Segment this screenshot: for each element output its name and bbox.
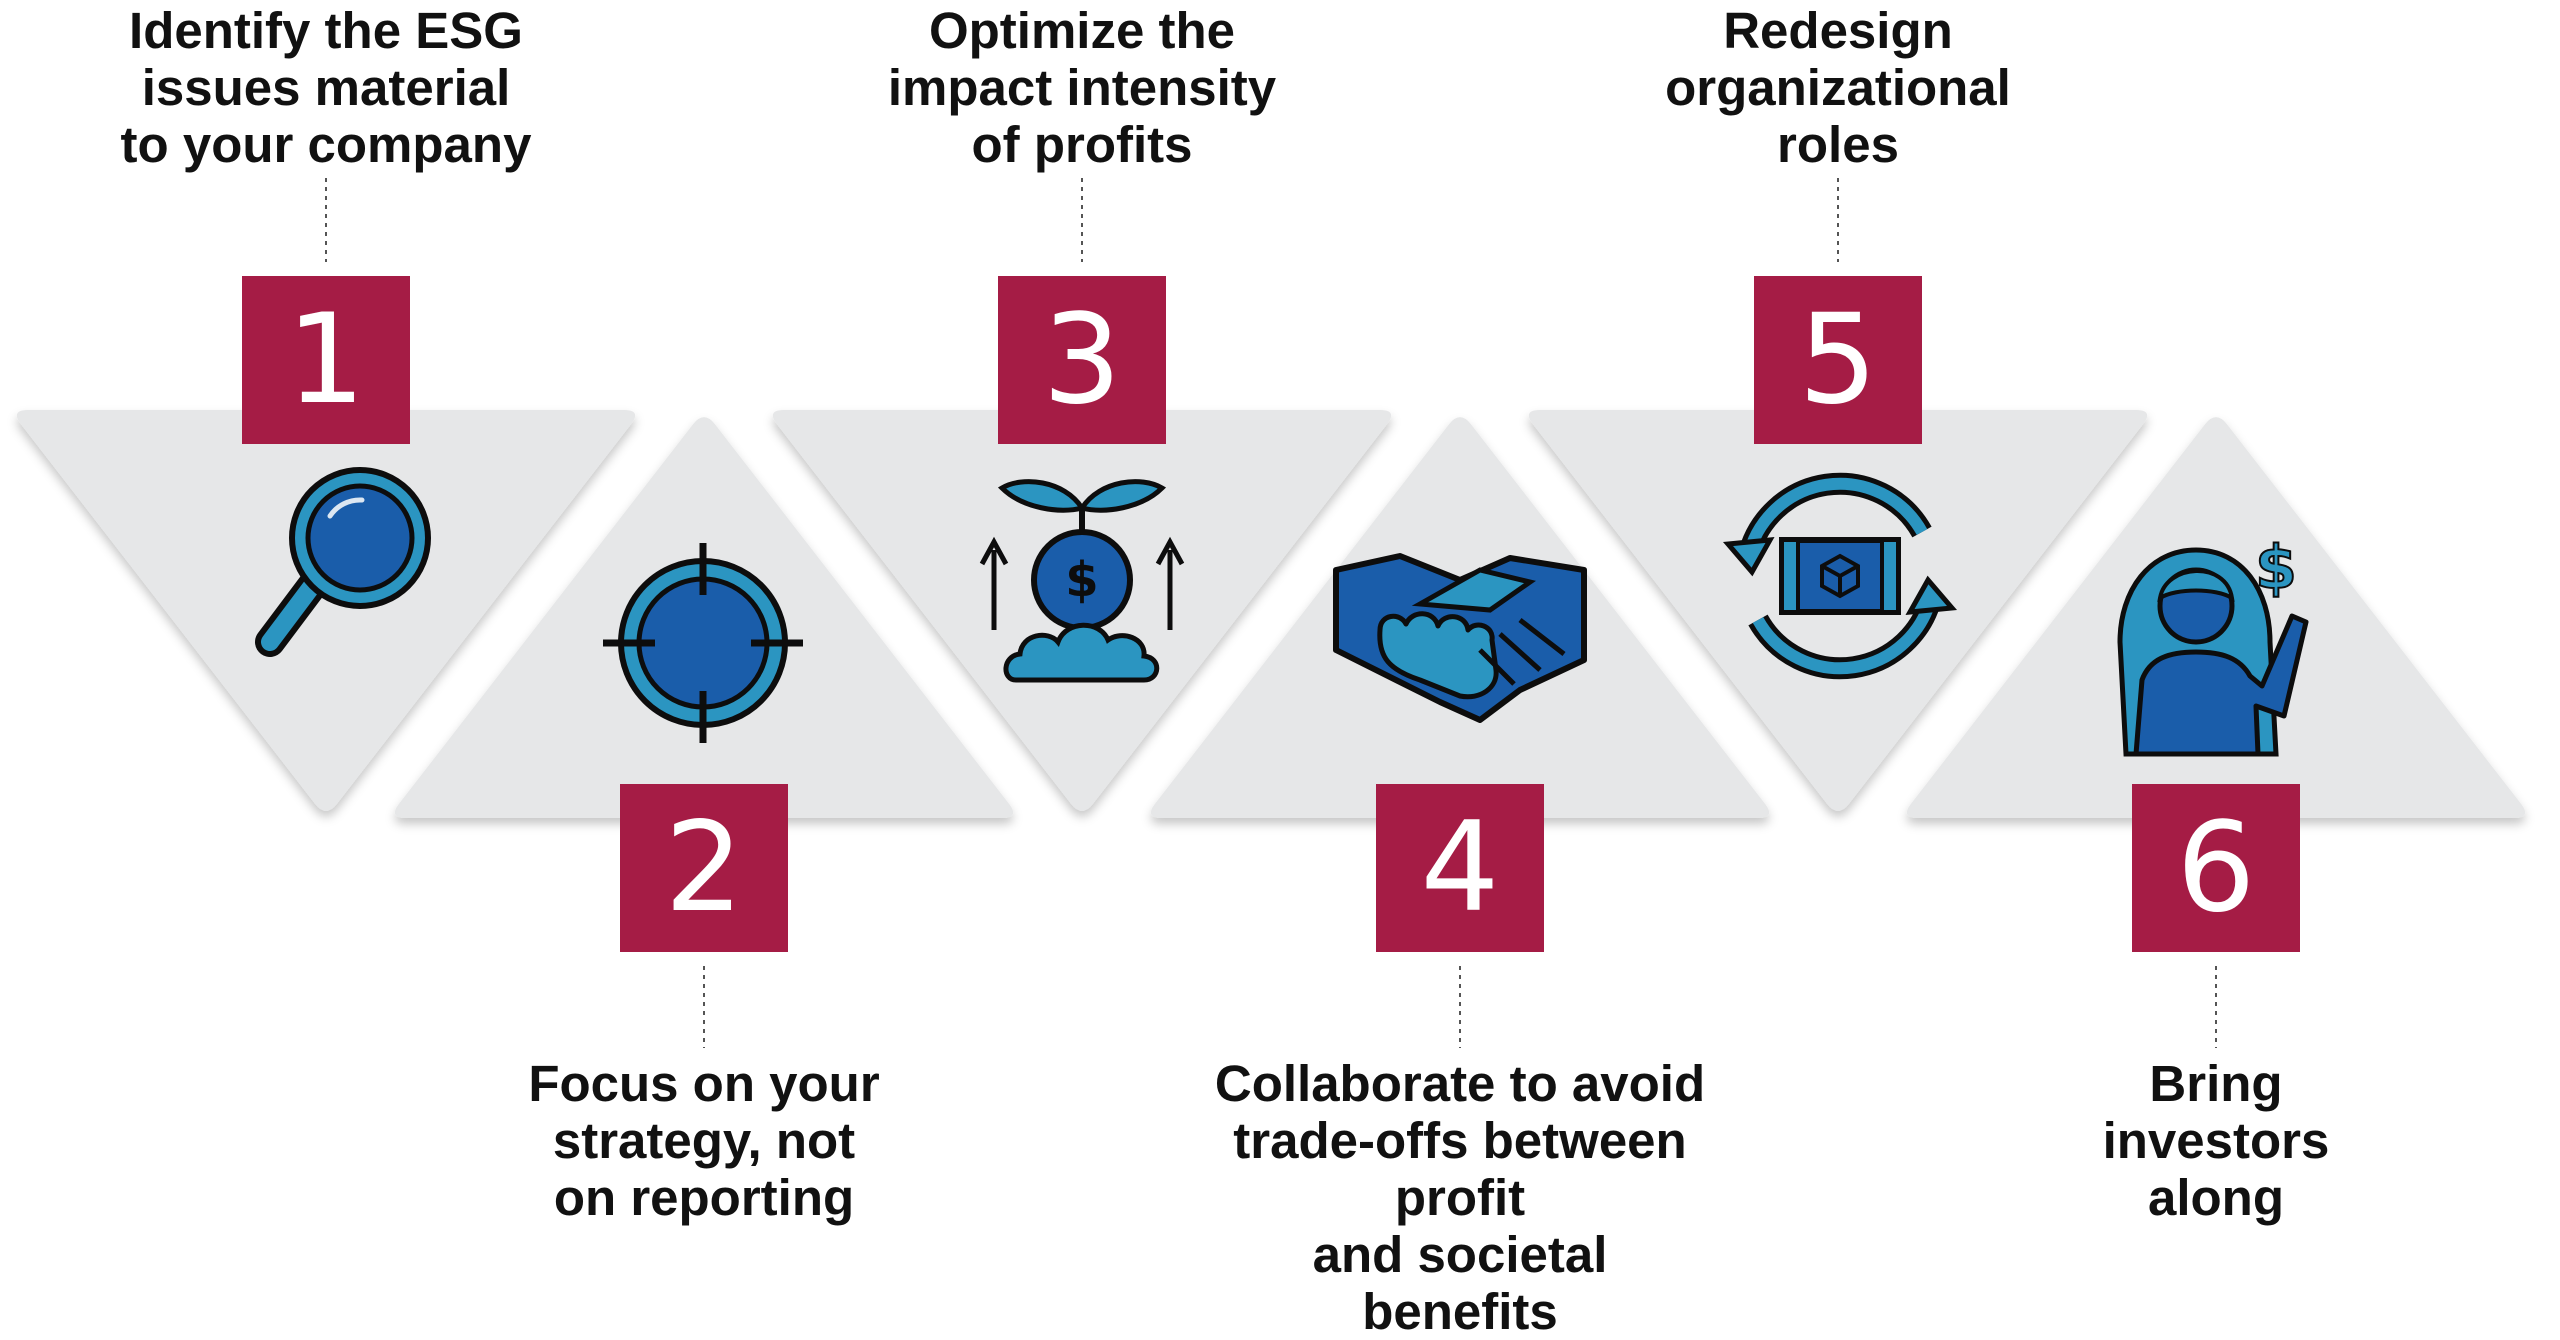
investor-person-dollar-icon: $ bbox=[2117, 532, 2309, 757]
step-2-label: Focus on your strategy, not on reporting bbox=[528, 1055, 880, 1226]
step-5-label: Redesign organizational roles bbox=[1665, 2, 2011, 173]
step-6-label: Bring investors along bbox=[2102, 1055, 2330, 1226]
step-6-number-badge: 6 bbox=[2132, 784, 2300, 952]
svg-text:$: $ bbox=[2255, 533, 2297, 603]
diagram-shapes: $ bbox=[16, 178, 2526, 1048]
step-5-number-badge: 5 bbox=[1754, 276, 1922, 444]
cycle-blueprint-icon bbox=[1722, 472, 1958, 680]
magnifying-glass-icon bbox=[255, 467, 431, 657]
step-1-label: Identify the ESG issues material to your… bbox=[120, 2, 532, 173]
step-4-label: Collaborate to avoid trade-offs between … bbox=[1214, 1055, 1706, 1340]
target-crosshair-icon bbox=[603, 543, 803, 743]
step-4-number-badge: 4 bbox=[1376, 784, 1544, 952]
step-3-number-badge: 3 bbox=[998, 276, 1166, 444]
step-1-number-badge: 1 bbox=[242, 276, 410, 444]
esg-steps-diagram: $ bbox=[16, 2, 2526, 1340]
svg-text:$: $ bbox=[1065, 552, 1098, 608]
step-3-label: Optimize the impact intensity of profits bbox=[887, 2, 1277, 173]
step-1-triangle bbox=[16, 410, 636, 811]
growing-money-plant-icon: $ bbox=[979, 479, 1185, 683]
handshake-icon bbox=[1333, 553, 1587, 723]
step-2-number-badge: 2 bbox=[620, 784, 788, 952]
